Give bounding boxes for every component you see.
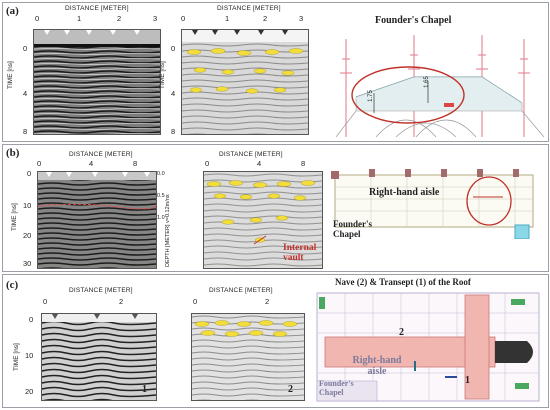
radargram-a1-ytick: 8 <box>23 127 28 136</box>
marker-icon <box>258 30 264 35</box>
radargram-a1-xtick: 2 <box>117 14 122 23</box>
radargram-b1-xtick: 0 <box>37 159 42 168</box>
founders-chapel-title: Founder's Chapel <box>375 15 452 26</box>
radargram-a2-texture <box>182 30 308 134</box>
panel-a: (a) DISTANCE [METER] 0 1 2 3 TIME [ns] 0… <box>2 2 549 142</box>
radargram-a1 <box>33 29 161 135</box>
radargram-c2-xtick: 0 <box>193 297 198 306</box>
marker-icon <box>132 314 138 319</box>
radargram-a1-ytick: 4 <box>23 89 28 98</box>
radargram-c1-xtick: 0 <box>43 297 48 306</box>
marker-icon <box>144 172 150 177</box>
panel-c: (c) DISTANCE [METER] 0 2 TIME [ns] 0 10 … <box>2 274 549 408</box>
marker-icon <box>92 172 98 177</box>
radargram-b1-ytick: 30 <box>23 259 32 268</box>
radargram-c2-x-axis-title: DISTANCE [METER] <box>209 287 273 294</box>
radargram-c1-y-axis-title: TIME [ns] <box>13 343 20 371</box>
plan-label-transept: 1 <box>465 375 470 386</box>
radargram-b1-y-axis-title: TIME [ns] <box>11 203 18 231</box>
marker-icon <box>64 30 70 35</box>
radargram-a1-x-axis-title: DISTANCE [METER] <box>65 5 129 12</box>
nave-transept-title: Nave (2) & Transept (1) of the Roof <box>335 277 471 287</box>
radargram-b1-ytick: 0 <box>27 169 32 178</box>
marker-icon <box>110 30 116 35</box>
marker-icon <box>234 30 240 35</box>
radargram-a1-xtick: 0 <box>35 14 40 23</box>
radargram-a2-xtick: 3 <box>299 14 304 23</box>
roof-plan-drawing <box>316 292 540 402</box>
radargram-a2-xtick: 2 <box>263 14 268 23</box>
radargram-a2-x-axis-title: DISTANCE [METER] <box>217 5 281 12</box>
marker-icon <box>44 30 50 35</box>
radargram-c1-texture <box>42 314 156 400</box>
radargram-c1-x-axis-title: DISTANCE [METER] <box>69 287 133 294</box>
radargram-b1-ytick: 10 <box>23 201 32 210</box>
radargram-a2-xtick: 1 <box>225 14 230 23</box>
marker-icon <box>52 314 58 319</box>
radargram-a2 <box>181 29 309 135</box>
marker-icon <box>46 172 52 177</box>
marker-icon <box>282 30 288 35</box>
panel-c-tag: (c) <box>6 279 19 291</box>
radargram-c1-label: 1 <box>142 384 147 395</box>
chapel-elevation-drawing <box>335 35 545 137</box>
radargram-c1-ytick: 20 <box>25 387 34 396</box>
radargram-c2-label: 2 <box>288 384 293 395</box>
radargram-b2-xtick: 4 <box>257 159 262 168</box>
radargram-a2-xtick: 0 <box>181 14 186 23</box>
radargram-b2 <box>203 171 323 269</box>
radargram-a2-ytick: 0 <box>171 44 176 53</box>
radargram-a1-y-axis-title: TIME [ns] <box>7 61 14 89</box>
radargram-c1: 1 <box>41 313 157 401</box>
radargram-c2: 2 <box>191 313 305 401</box>
panel-b-tag: (b) <box>6 147 20 159</box>
radargram-b1-ytick: 20 <box>23 231 32 240</box>
radargram-a2-ytick: 4 <box>171 89 176 98</box>
radargram-c1-ytick: 0 <box>29 315 34 324</box>
measure-label-right: 1.65 <box>423 76 430 88</box>
radargram-b1 <box>37 171 157 269</box>
radargram-b1-x-axis-title: DISTANCE [METER] <box>69 151 133 158</box>
depth-tick: 0.5 <box>157 193 165 199</box>
panel-a-tag: (a) <box>6 5 19 17</box>
radargram-a1-ytick: 0 <box>23 44 28 53</box>
measure-label-left: 1.75 <box>367 90 374 102</box>
panel-b: (b) DISTANCE [METER] 0 4 8 TIME [ns] 0 1… <box>2 144 549 272</box>
founders-chapel-label: Founder's Chapel <box>333 219 373 239</box>
marker-icon <box>86 30 92 35</box>
radargram-b2-xtick: 8 <box>301 159 306 168</box>
marker-icon <box>94 314 100 319</box>
radargram-c1-xtick: 2 <box>119 297 124 306</box>
marker-icon <box>66 172 72 177</box>
plan-label-nave: 2 <box>399 327 404 338</box>
radargram-a2-ytick: 8 <box>171 127 176 136</box>
radargram-a1-texture <box>34 30 160 134</box>
radargram-b1-xtick: 8 <box>133 159 138 168</box>
radargram-b2-texture <box>204 172 322 268</box>
radargram-b2-x-axis-title: DISTANCE [METER] <box>219 151 283 158</box>
marker-icon <box>134 30 140 35</box>
founders-chapel-label: Founder's Chapel <box>319 379 354 397</box>
radargram-b2-xtick: 0 <box>205 159 210 168</box>
marker-icon <box>192 30 198 35</box>
marker-icon <box>212 30 218 35</box>
radargram-c2-xtick: 2 <box>265 297 270 306</box>
depth-tick: 0.0 <box>157 171 165 177</box>
radargram-a1-xtick: 1 <box>77 14 82 23</box>
internal-vault-label: Internal vault <box>283 243 317 263</box>
right-aisle-plan <box>331 169 534 239</box>
depth-tick: 1.0 <box>157 215 165 221</box>
radargram-b1-xtick: 4 <box>89 159 94 168</box>
marker-icon <box>122 172 128 177</box>
right-hand-aisle-label: Right-hand aisle <box>369 187 440 198</box>
depth-axis-title: DEPTH [METER] v=0.12m/ns <box>165 194 171 267</box>
radargram-c2-texture <box>192 314 304 400</box>
radargram-b1-texture <box>38 172 156 268</box>
radargram-c1-ytick: 10 <box>25 351 34 360</box>
radargram-a1-xtick: 3 <box>153 14 158 23</box>
radargram-a2-y-axis-title: TIME [ns] <box>159 61 166 89</box>
right-hand-aisle-label: Right-hand aisle <box>352 355 402 377</box>
